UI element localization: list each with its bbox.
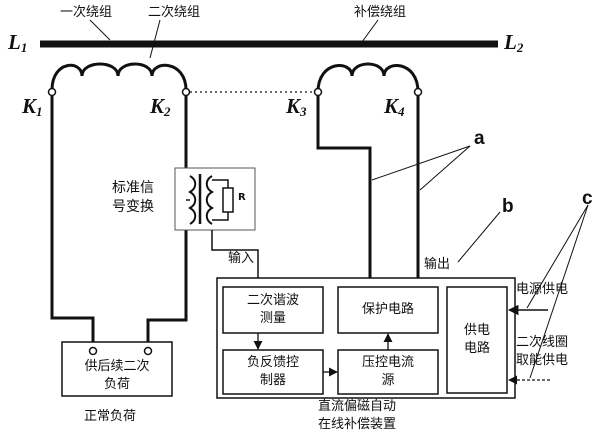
- std-signal-label-line2: 号变换: [112, 199, 154, 215]
- secondary-winding-leader: [149, 19, 161, 59]
- device-label-line2: 在线补偿装置: [318, 417, 397, 432]
- harmonic-box-text: 二次谐波 测量: [223, 287, 323, 333]
- harmonic-label-line2: 测量: [259, 311, 286, 326]
- power-supply-label: 电源供电: [516, 282, 569, 297]
- protection-label: 保护电路: [361, 302, 414, 318]
- k2-label: K2: [150, 94, 171, 119]
- secondary-winding-label: 二次绕组: [148, 5, 201, 20]
- right-winding-coils: [316, 62, 420, 93]
- vc-current-box-text: 压控电流 源: [338, 350, 438, 394]
- output-label: 输出: [424, 257, 451, 272]
- harmonic-box: [222, 286, 324, 334]
- callout-c-leader-2: [529, 204, 589, 379]
- neg-feedback-box-text: 负反馈控 制器: [223, 350, 323, 394]
- terminal-k4: [413, 87, 423, 97]
- line-l1-label: L1: [8, 30, 28, 55]
- left-winding-coils: [50, 62, 188, 91]
- power-circuit-label-line1: 供电: [463, 323, 490, 339]
- harmonic-label-line1: 二次谐波: [246, 293, 299, 309]
- callout-c-label: c: [582, 188, 593, 209]
- k4-label: K4: [384, 94, 405, 119]
- resistor-label: R: [238, 192, 246, 203]
- load-terminal-right: [143, 346, 153, 356]
- compensation-winding-leader: [361, 19, 379, 43]
- transformer-primary-coil: [187, 175, 197, 225]
- load-terminal-left: [88, 346, 98, 356]
- load-label-line1: 供后续二次: [84, 359, 150, 375]
- line-l2-label: L2: [504, 30, 524, 55]
- secondary-coil-label-line1: 二次线圈: [516, 335, 569, 350]
- load-box: [61, 341, 173, 397]
- k1-label: K1: [22, 94, 43, 119]
- protection-box-text: 保护电路: [338, 287, 438, 333]
- std-signal-label-line1: 标准信: [112, 180, 154, 196]
- vc-current-label-line2: 源: [381, 373, 395, 388]
- terminal-k3: [313, 87, 323, 97]
- k3-wire: [316, 96, 372, 285]
- load-box-text: 供后续二次 负荷: [62, 356, 172, 396]
- callout-c-leader-1: [526, 204, 589, 309]
- neg-feedback-label-line2: 制器: [259, 373, 286, 388]
- power-circuit-box-text: 供电 电路: [447, 287, 507, 393]
- resistor: [222, 187, 234, 213]
- input-wire: [211, 230, 259, 282]
- callout-b-leader: [457, 211, 501, 263]
- transformer-secondary-coil: [205, 175, 215, 225]
- primary-winding-leader: [89, 19, 111, 41]
- primary-winding-label: 一次绕组: [60, 5, 113, 20]
- callout-a-leader-2: [419, 145, 471, 191]
- input-label: 输入: [228, 251, 255, 266]
- k3-label: K3: [286, 94, 307, 119]
- callout-a-label: a: [474, 128, 485, 149]
- neg-feedback-label-line1: 负反馈控: [246, 355, 299, 371]
- terminal-k1: [47, 87, 57, 97]
- callout-b-label: b: [502, 196, 514, 217]
- secondary-coil-label-line2: 取能供电: [516, 353, 569, 368]
- power-circuit-label-line2: 电路: [463, 341, 490, 356]
- protection-box: [337, 286, 439, 334]
- normal-load-label: 正常负荷: [84, 409, 137, 424]
- terminal-k2: [181, 87, 191, 97]
- callout-a-leader-1: [371, 145, 471, 181]
- power-circuit-box: [446, 286, 508, 394]
- neg-feedback-box: [222, 349, 324, 395]
- k1-wire: [50, 96, 95, 348]
- vc-current-label-line1: 压控电流: [361, 355, 414, 371]
- compensation-winding-label: 补偿绕组: [354, 5, 407, 20]
- load-label-line2: 负荷: [103, 377, 130, 392]
- device-label-line1: 直流偏磁自动: [318, 399, 397, 414]
